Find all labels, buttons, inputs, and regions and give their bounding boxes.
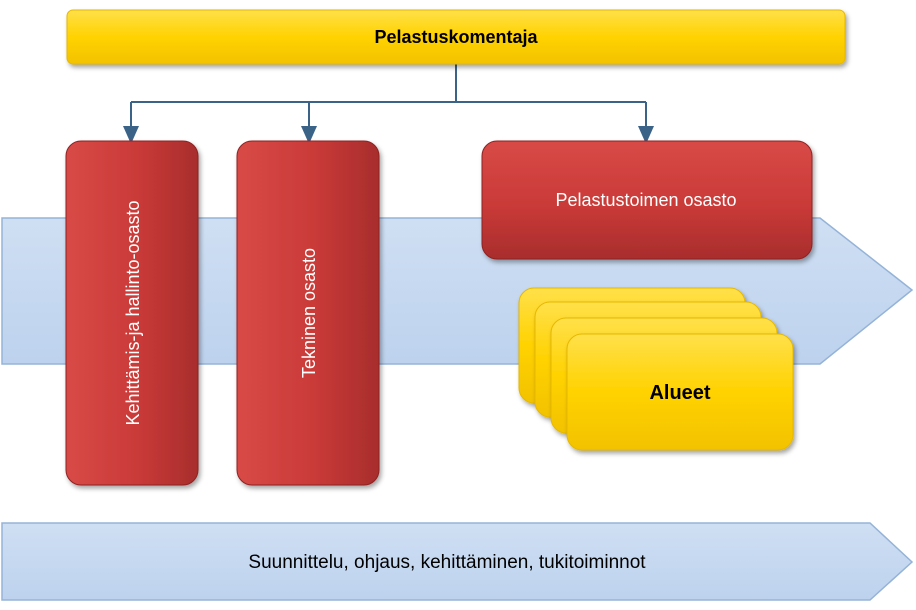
department-box-admin bbox=[65, 140, 199, 486]
department-technical-label: Tekninen osasto bbox=[299, 248, 319, 378]
regions-label: Alueet bbox=[649, 382, 710, 404]
top-box bbox=[66, 9, 846, 65]
top-box-label: Pelastuskomentaja bbox=[374, 27, 538, 47]
department-rescue-label: Pelastustoimen osasto bbox=[555, 190, 736, 210]
department-box-technical bbox=[236, 140, 380, 486]
regions-stack: Alueet bbox=[518, 287, 794, 451]
connector-lines bbox=[123, 64, 654, 144]
bottom-arrow-label: Suunnittelu, ohjaus, kehittäminen, tukit… bbox=[248, 552, 646, 573]
department-admin-label: Kehittämis-ja hallinto-osasto bbox=[123, 200, 143, 425]
bottom-arrow bbox=[1, 522, 914, 601]
department-box-rescue bbox=[481, 140, 813, 260]
region-card-front bbox=[566, 333, 794, 451]
